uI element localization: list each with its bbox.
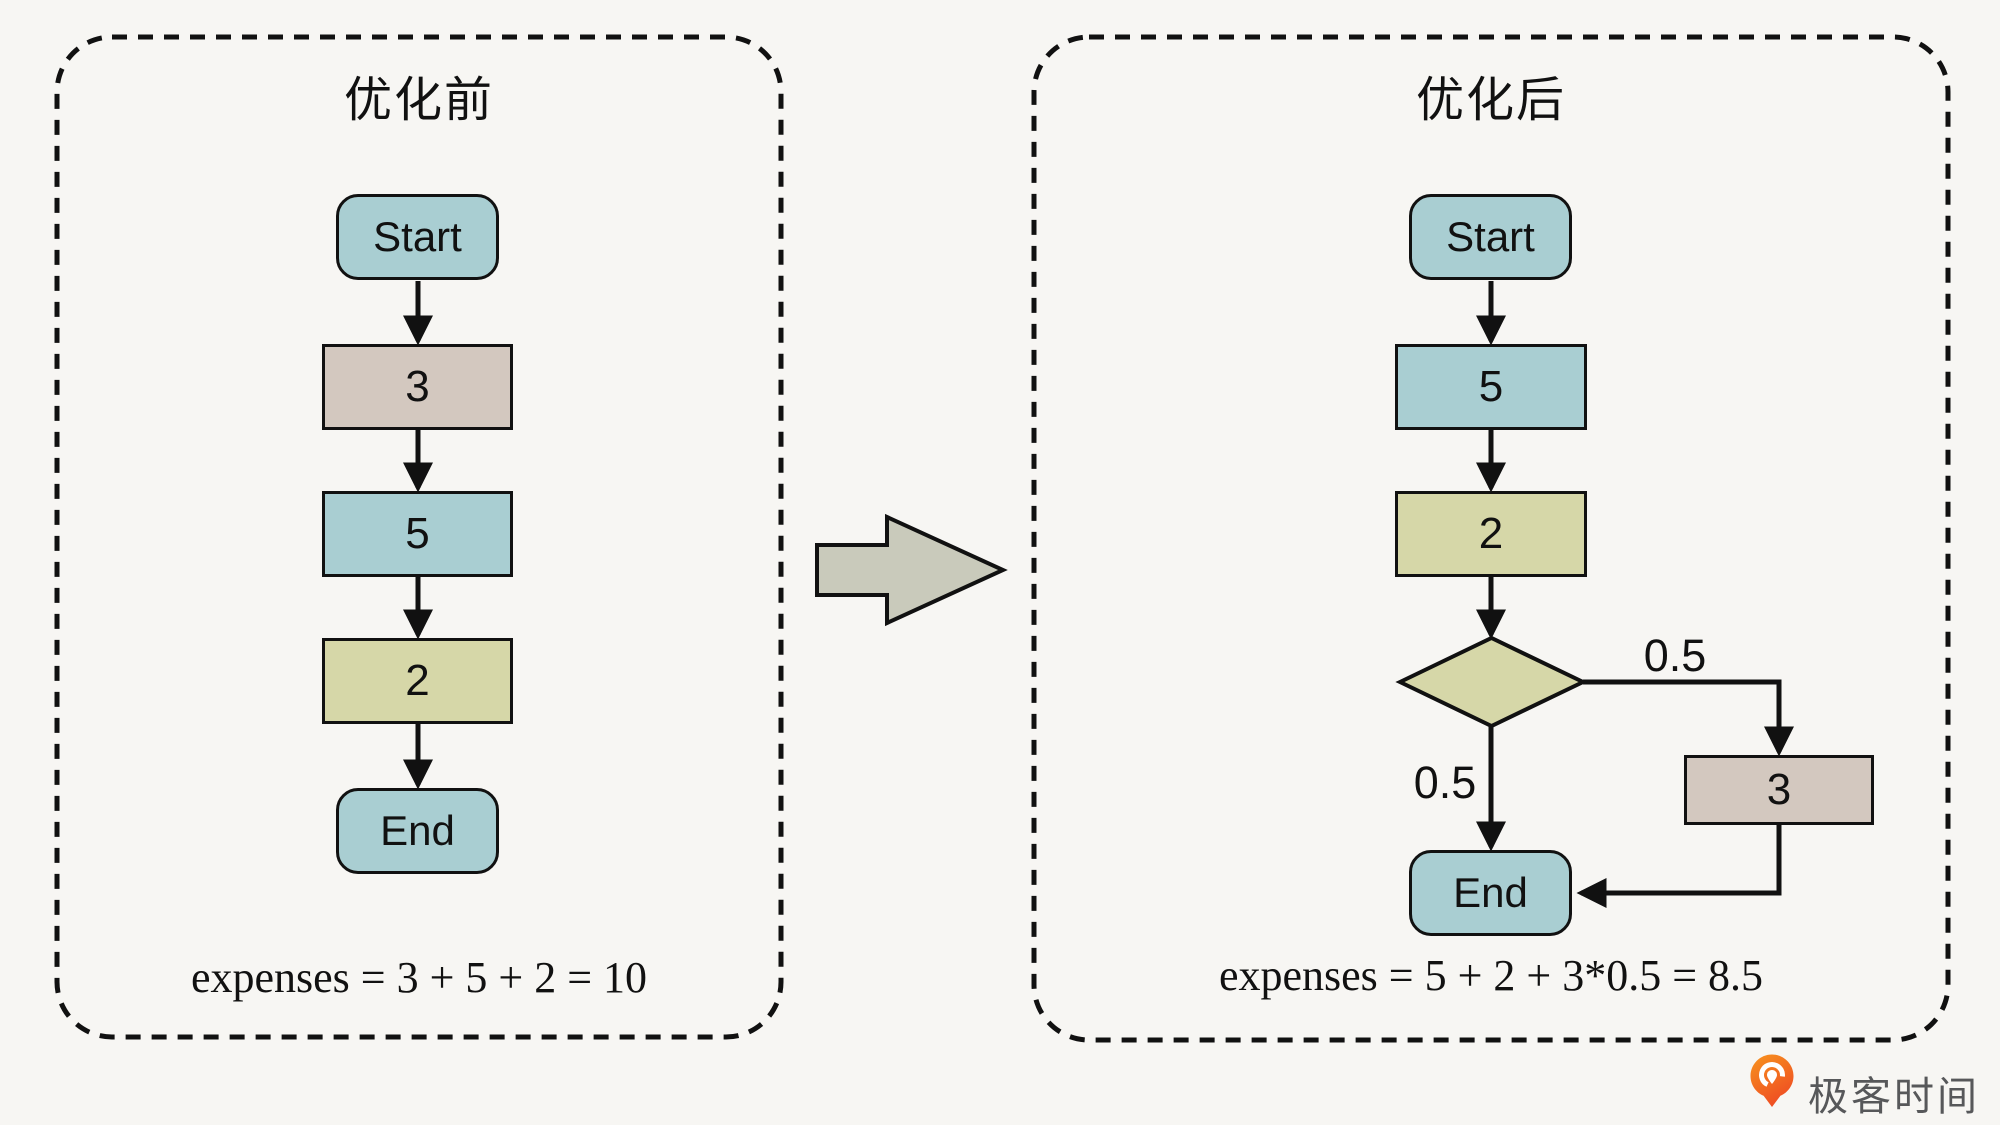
node-before-cost2: 2 <box>322 638 513 724</box>
panel-after-border <box>1031 34 1951 1043</box>
node-before-end: End <box>336 788 499 874</box>
decision-diamond <box>1395 635 1588 729</box>
panel-after-title: 优化后 <box>1415 74 1566 127</box>
node-before-cost3: 3 <box>322 344 513 430</box>
before-expenses-formula: expenses = 3 + 5 + 2 = 10 <box>190 953 648 1002</box>
panel-before-border <box>54 34 784 1040</box>
after-expenses-formula: expenses = 5 + 2 + 3*0.5 = 8.5 <box>1218 951 1764 1000</box>
branch-right-probability-label: 0.5 <box>1643 630 1707 681</box>
panel-before-title: 优化前 <box>343 74 494 127</box>
node-after-cost5: 5 <box>1395 344 1587 430</box>
geektime-logo-text: 极客时间 <box>1808 1075 1980 1119</box>
geektime-logo-icon <box>1750 1054 1794 1107</box>
node-after-start: Start <box>1409 194 1572 280</box>
node-before-cost5: 5 <box>322 491 513 577</box>
transform-arrow-icon <box>815 513 1008 627</box>
node-after-cost2: 2 <box>1395 491 1587 577</box>
geektime-logo: 极客时间 <box>1750 1054 1980 1122</box>
after-flow-arrows <box>1476 281 1794 908</box>
node-after-cost3: 3 <box>1684 755 1874 825</box>
branch-down-probability-label: 0.5 <box>1413 757 1477 808</box>
node-before-start: Start <box>336 194 499 280</box>
node-after-end: End <box>1409 850 1572 936</box>
